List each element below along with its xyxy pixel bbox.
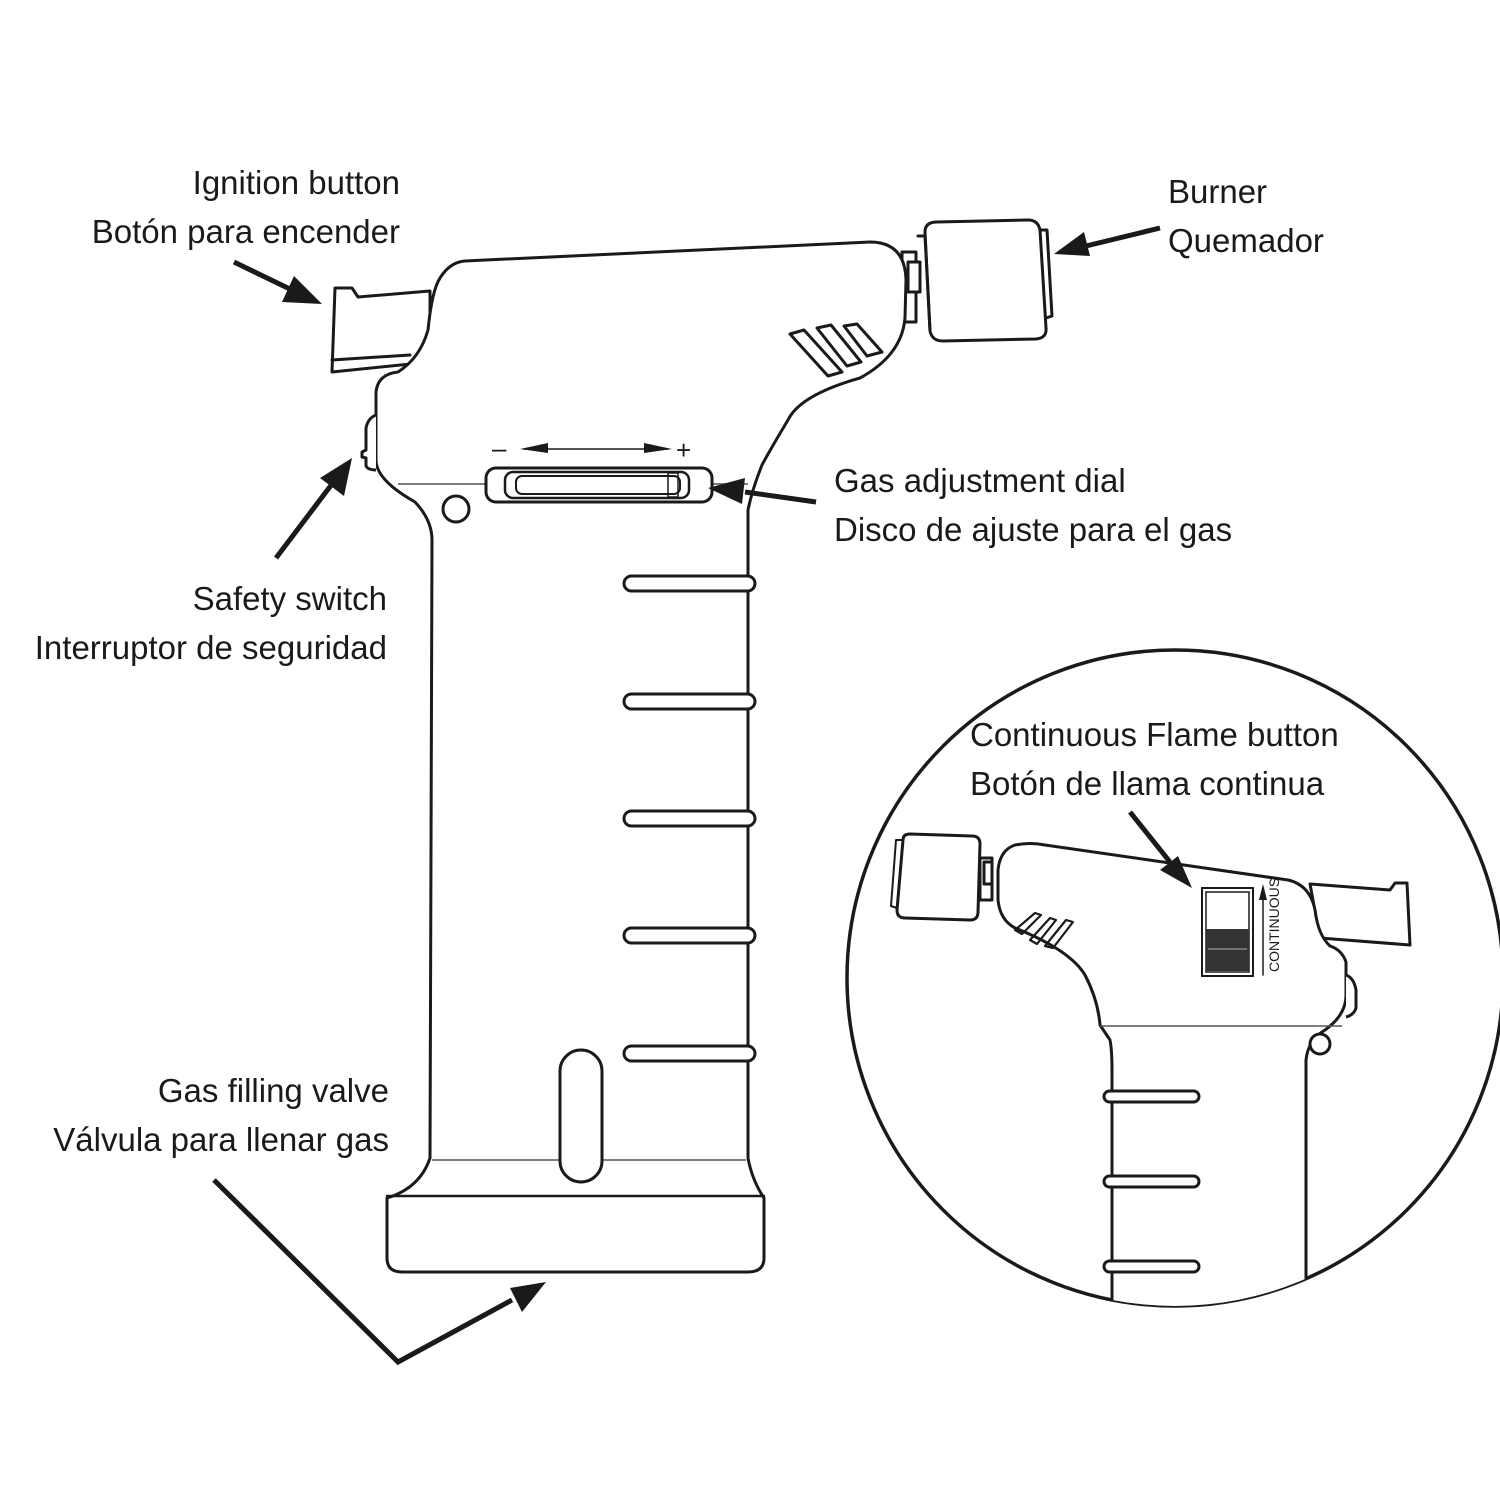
label-ignition-es: Botón para encender: [91, 213, 400, 250]
inset-vents: [1013, 911, 1075, 950]
dial-scale: – +: [492, 433, 691, 465]
gas-filling-valve: [558, 1048, 604, 1184]
inset-burner: [895, 832, 982, 922]
callout-arrows: [212, 225, 1161, 1366]
gas-adjustment-dial: [484, 466, 714, 504]
label-ignition-button: Ignition button Botón para encender: [92, 158, 400, 256]
burner-ring: [1038, 228, 1054, 320]
label-continuous-es: Botón de llama continua: [970, 765, 1325, 802]
ignition-button: [330, 286, 432, 374]
torch-body: [374, 240, 908, 1274]
label-burner-en: Burner: [1168, 173, 1268, 210]
inset-detail: CONTINUOUS: [845, 648, 1500, 1308]
ignition-button-base: [330, 353, 412, 362]
label-safety-switch: Safety switch Interruptor de seguridad: [35, 574, 387, 672]
main-torch: +) --> – +: [330, 218, 1054, 1274]
continuous-flame-switch: [1201, 887, 1254, 977]
label-continuous-en: Continuous Flame button: [970, 716, 1339, 753]
continuous-arrow: [1160, 856, 1192, 888]
continuous-switch-text: CONTINUOUS: [1266, 878, 1282, 972]
burner-rim: [916, 234, 932, 332]
continuous-switch-slider: [1206, 929, 1249, 971]
ignition-arrow: [282, 276, 322, 304]
label-gas-adjustment-dial: Gas adjustment dial Disco de ajuste para…: [834, 456, 1232, 554]
label-gas-dial-es: Disco de ajuste para el gas: [834, 511, 1233, 548]
label-safety-en: Safety switch: [192, 580, 387, 617]
label-ignition-en: Ignition button: [192, 164, 400, 201]
label-safety-es: Interruptor de seguridad: [34, 629, 387, 666]
dial-plus-label: +: [676, 435, 691, 465]
grip-ribs: [622, 574, 757, 1063]
label-filling-en: Gas filling valve: [157, 1072, 389, 1109]
inset-ignition: [1308, 881, 1412, 947]
burner-collar: [906, 260, 922, 294]
inset-body: [996, 842, 1348, 1306]
burner-arrow: [1054, 232, 1090, 256]
label-burner-es: Quemador: [1168, 222, 1324, 259]
filling-valve-arrow: [510, 1282, 546, 1312]
burner-head: [923, 218, 1048, 343]
label-burner: Burner Quemador: [1168, 167, 1324, 265]
indicator-hole: [441, 494, 471, 524]
label-filling-es: Válvula para llenar gas: [53, 1121, 389, 1158]
label-gas-filling-valve: Gas filling valve Válvula para llenar ga…: [53, 1066, 389, 1164]
dial-minus-label: –: [492, 433, 507, 463]
safety-switch: [360, 413, 377, 472]
vent-slots: [788, 322, 884, 378]
label-continuous-flame: Continuous Flame button Botón de llama c…: [970, 710, 1339, 808]
label-gas-dial-en: Gas adjustment dial: [834, 462, 1126, 499]
gas-dial-arrow: [708, 478, 745, 504]
safety-arrow: [320, 458, 352, 496]
